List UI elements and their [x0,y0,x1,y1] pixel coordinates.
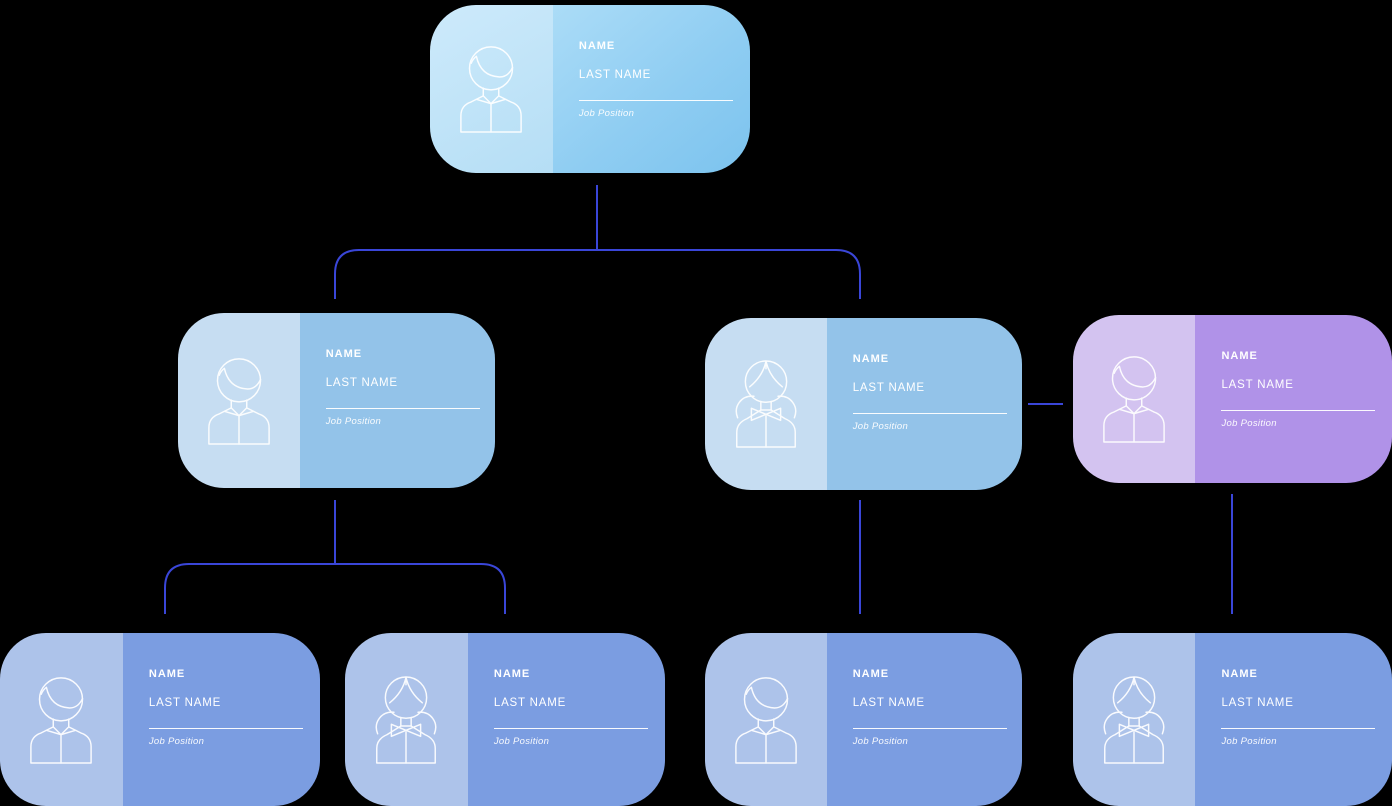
connector-branchleft-bracket [164,563,506,614]
name-label: NAME [325,348,363,360]
org-card-root[interactable]: NAME LAST NAME Job Position [430,5,750,173]
card-info-panel: NAME LAST NAME Job Position [467,633,665,806]
last-name-label: LAST NAME [1221,379,1294,391]
male-avatar-icon [1103,356,1166,443]
org-card-branch-right[interactable]: NAME LAST NAME Job Position [705,318,1022,490]
female-avatar-icon [735,360,797,448]
connector-root-bracket [334,249,861,299]
org-card-leaf-4[interactable]: NAME LAST NAME Job Position [1073,633,1392,806]
divider-line [578,99,733,101]
divider-line [148,727,303,729]
card-avatar-panel [1073,633,1196,806]
last-name-label: LAST NAME [148,697,222,709]
card-info-panel: NAME LAST NAME Job Position [552,5,750,173]
job-position-label: Job Position [1221,417,1277,429]
male-avatar-icon [735,676,797,764]
job-position-label: Job Position [1221,735,1277,747]
org-card-leaf-2[interactable]: NAME LAST NAME Job Position [345,633,665,806]
divider-line [325,407,480,409]
card-avatar-panel [705,633,827,806]
name-label: NAME [493,668,531,680]
female-avatar-icon [375,675,437,764]
org-card-leaf-1[interactable]: NAME LAST NAME Job Position [0,633,320,806]
card-avatar-panel [178,313,300,488]
job-position-label: Job Position [578,107,635,119]
divider-line [852,727,1007,729]
last-name-label: LAST NAME [852,697,925,709]
card-avatar-panel [705,318,827,490]
card-info-panel: NAME LAST NAME Job Position [826,318,1022,490]
name-label: NAME [852,668,890,680]
job-position-label: Job Position [852,420,909,432]
name-label: NAME [1221,668,1258,680]
male-avatar-icon [208,357,270,445]
card-info-panel: NAME LAST NAME Job Position [299,313,495,488]
job-position-label: Job Position [852,735,909,747]
female-avatar-icon [1103,675,1165,764]
male-avatar-icon [460,46,523,133]
card-avatar-panel [430,5,553,173]
card-avatar-panel [1073,315,1196,483]
name-label: NAME [1221,350,1258,362]
divider-line [852,412,1007,414]
org-card-lateral-purple[interactable]: NAME LAST NAME Job Position [1073,315,1392,483]
name-label: NAME [852,353,890,365]
name-label: NAME [148,668,186,680]
last-name-label: LAST NAME [578,69,652,81]
card-info-panel: NAME LAST NAME Job Position [1195,633,1392,806]
job-position-label: Job Position [493,735,550,747]
name-label: NAME [578,40,616,52]
card-avatar-panel [345,633,468,806]
last-name-label: LAST NAME [493,697,567,709]
job-position-label: Job Position [148,735,205,747]
divider-line [493,727,648,729]
last-name-label: LAST NAME [325,377,398,389]
card-avatar-panel [0,633,123,806]
org-card-branch-left[interactable]: NAME LAST NAME Job Position [178,313,495,488]
divider-line [1221,727,1376,729]
last-name-label: LAST NAME [1221,697,1294,709]
last-name-label: LAST NAME [852,382,925,394]
male-avatar-icon [30,676,93,764]
org-card-leaf-3[interactable]: NAME LAST NAME Job Position [705,633,1022,806]
job-position-label: Job Position [325,415,382,427]
divider-line [1221,409,1376,411]
card-info-panel: NAME LAST NAME Job Position [826,633,1022,806]
card-info-panel: NAME LAST NAME Job Position [1195,315,1392,483]
card-info-panel: NAME LAST NAME Job Position [122,633,320,806]
